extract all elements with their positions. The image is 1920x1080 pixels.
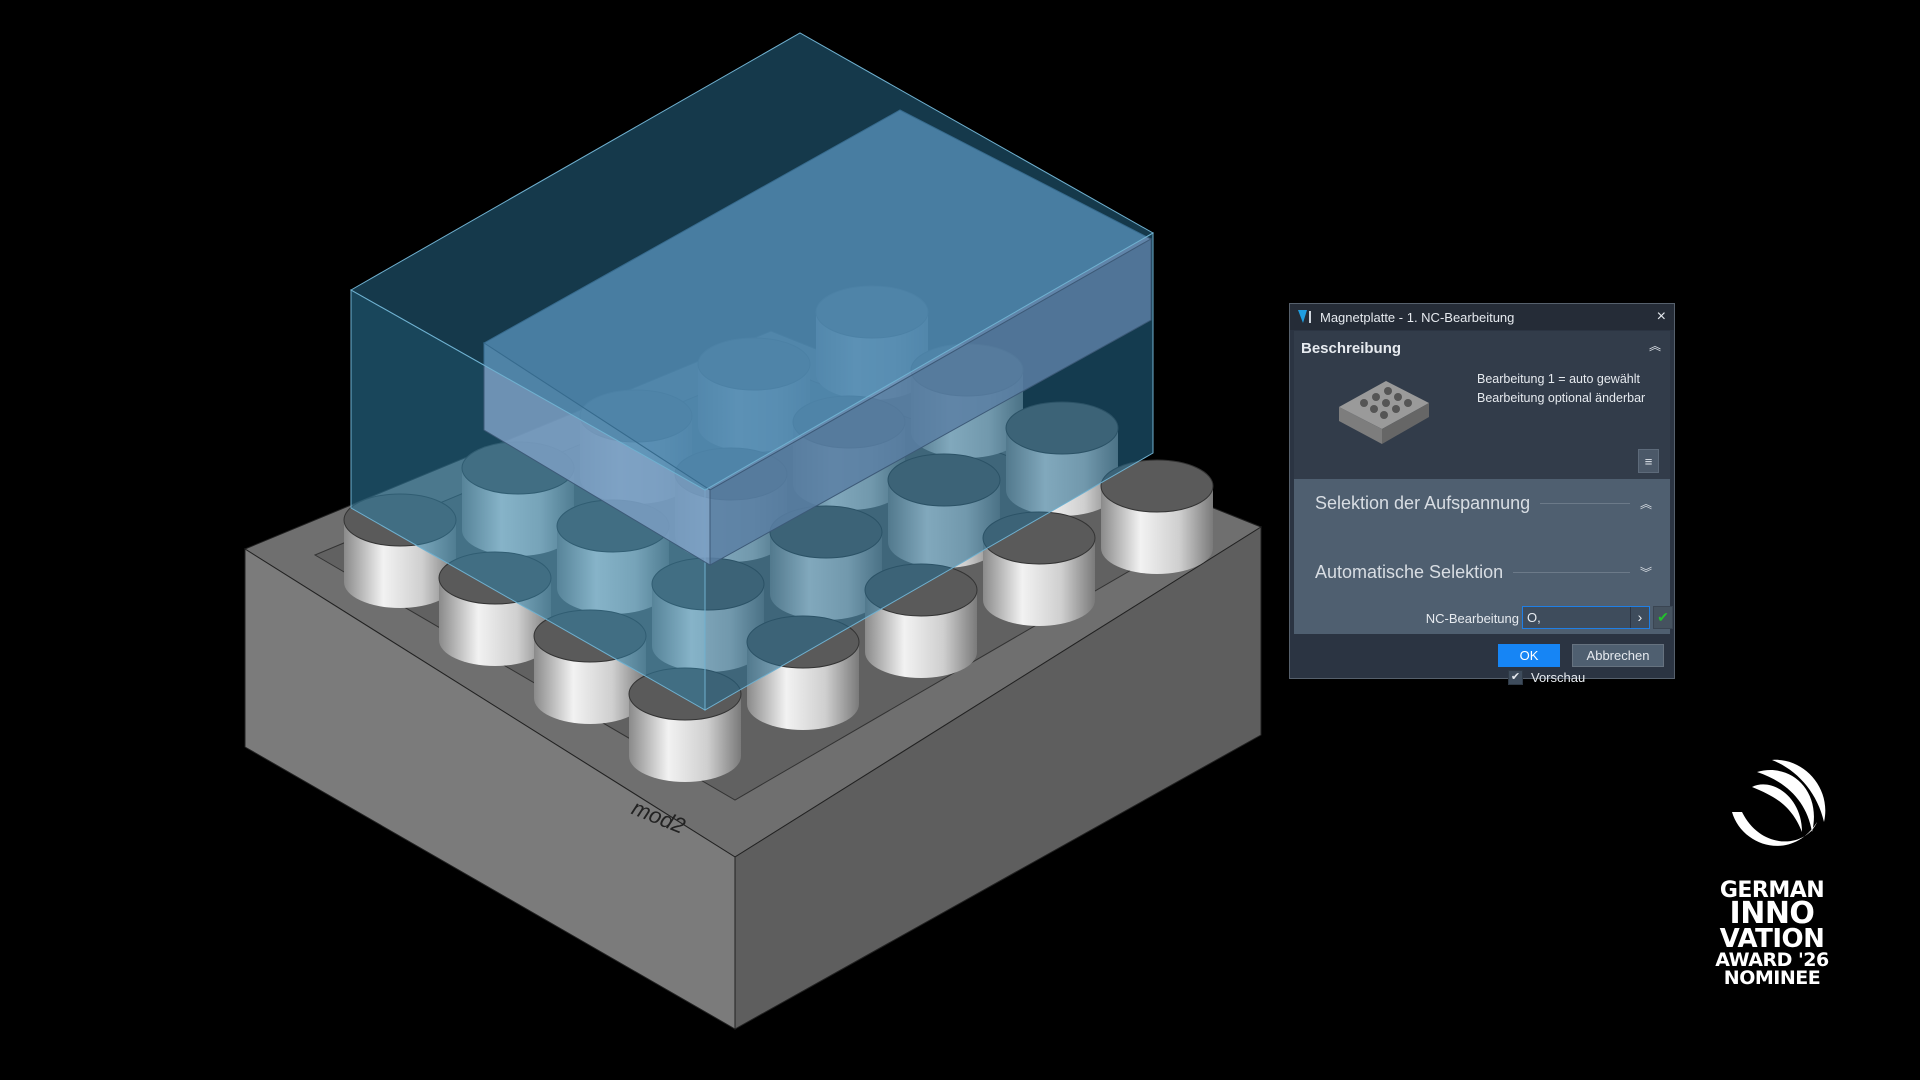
award-line: NOMINEE: [1723, 967, 1821, 989]
chevron-right-icon[interactable]: ›: [1630, 607, 1649, 628]
selection-heading: Selektion der Aufspannung: [1315, 493, 1531, 513]
list-icon: ≡: [1644, 453, 1653, 469]
award-emblem-icon: [1732, 759, 1826, 846]
details-list-button[interactable]: ≡: [1638, 449, 1659, 473]
description-section: Beschreibung ︽ Bearbeitung 1 = auto gewä…: [1294, 331, 1670, 479]
description-text: Bearbeitung 1 = auto gewählt Bearbeitung…: [1477, 370, 1645, 408]
cancel-button[interactable]: Abbrechen: [1572, 644, 1664, 667]
award-line: GERMAN: [1719, 878, 1825, 903]
description-line: Bearbeitung optional änderbar: [1477, 391, 1646, 405]
expand-icon[interactable]: ︾: [1639, 566, 1652, 580]
ok-button[interactable]: OK: [1498, 644, 1560, 667]
auto-selection-heading: Automatische Selektion: [1315, 562, 1504, 582]
close-icon[interactable]: ×: [1656, 308, 1666, 325]
app-logo-icon: [1298, 310, 1311, 323]
dialog-title: Magnetplatte - 1. NC-Bearbeitung: [1320, 309, 1515, 325]
dialog-titlebar[interactable]: Magnetplatte - 1. NC-Bearbeitung ×: [1290, 304, 1674, 330]
nc-dialog: Magnetplatte - 1. NC-Bearbeitung × Besch…: [1289, 303, 1675, 685]
selection-group-header[interactable]: Selektion der Aufspannung ︽: [1315, 493, 1652, 514]
nc-bearbeitung-label: NC-Bearbeitung: [1425, 611, 1519, 626]
collapse-icon[interactable]: ︽: [1648, 339, 1661, 353]
preview-label[interactable]: Vorschau: [1531, 670, 1586, 685]
selection-section: Selektion der Aufspannung ︽ NC-Bearbeitun…: [1294, 479, 1673, 685]
nc-bearbeitung-input[interactable]: O, ›: [1522, 606, 1650, 629]
award-line: VATION: [1719, 924, 1825, 954]
collapse-icon[interactable]: ︽: [1639, 497, 1652, 511]
fixture-thumbnail: [1339, 381, 1429, 444]
confirm-check-button[interactable]: ✔: [1653, 606, 1673, 629]
award-logo: GERMAN INNO VATION AWARD '26 NOMINEE: [1712, 752, 1832, 989]
blank-box: [349, 32, 1155, 711]
preview-checkbox[interactable]: ✔: [1508, 670, 1523, 685]
checkmark-icon: ✔: [1657, 609, 1669, 625]
description-line: Bearbeitung 1 = auto gewählt: [1477, 372, 1640, 386]
award-line: AWARD '26: [1715, 949, 1829, 971]
auto-selection-group-header[interactable]: Automatische Selektion ︾: [1315, 562, 1652, 583]
description-heading: Beschreibung: [1301, 340, 1402, 357]
nc-bearbeitung-value[interactable]: O,: [1527, 610, 1541, 625]
magnet-cylinder: [1100, 459, 1214, 574]
award-line: INNO: [1729, 896, 1815, 931]
